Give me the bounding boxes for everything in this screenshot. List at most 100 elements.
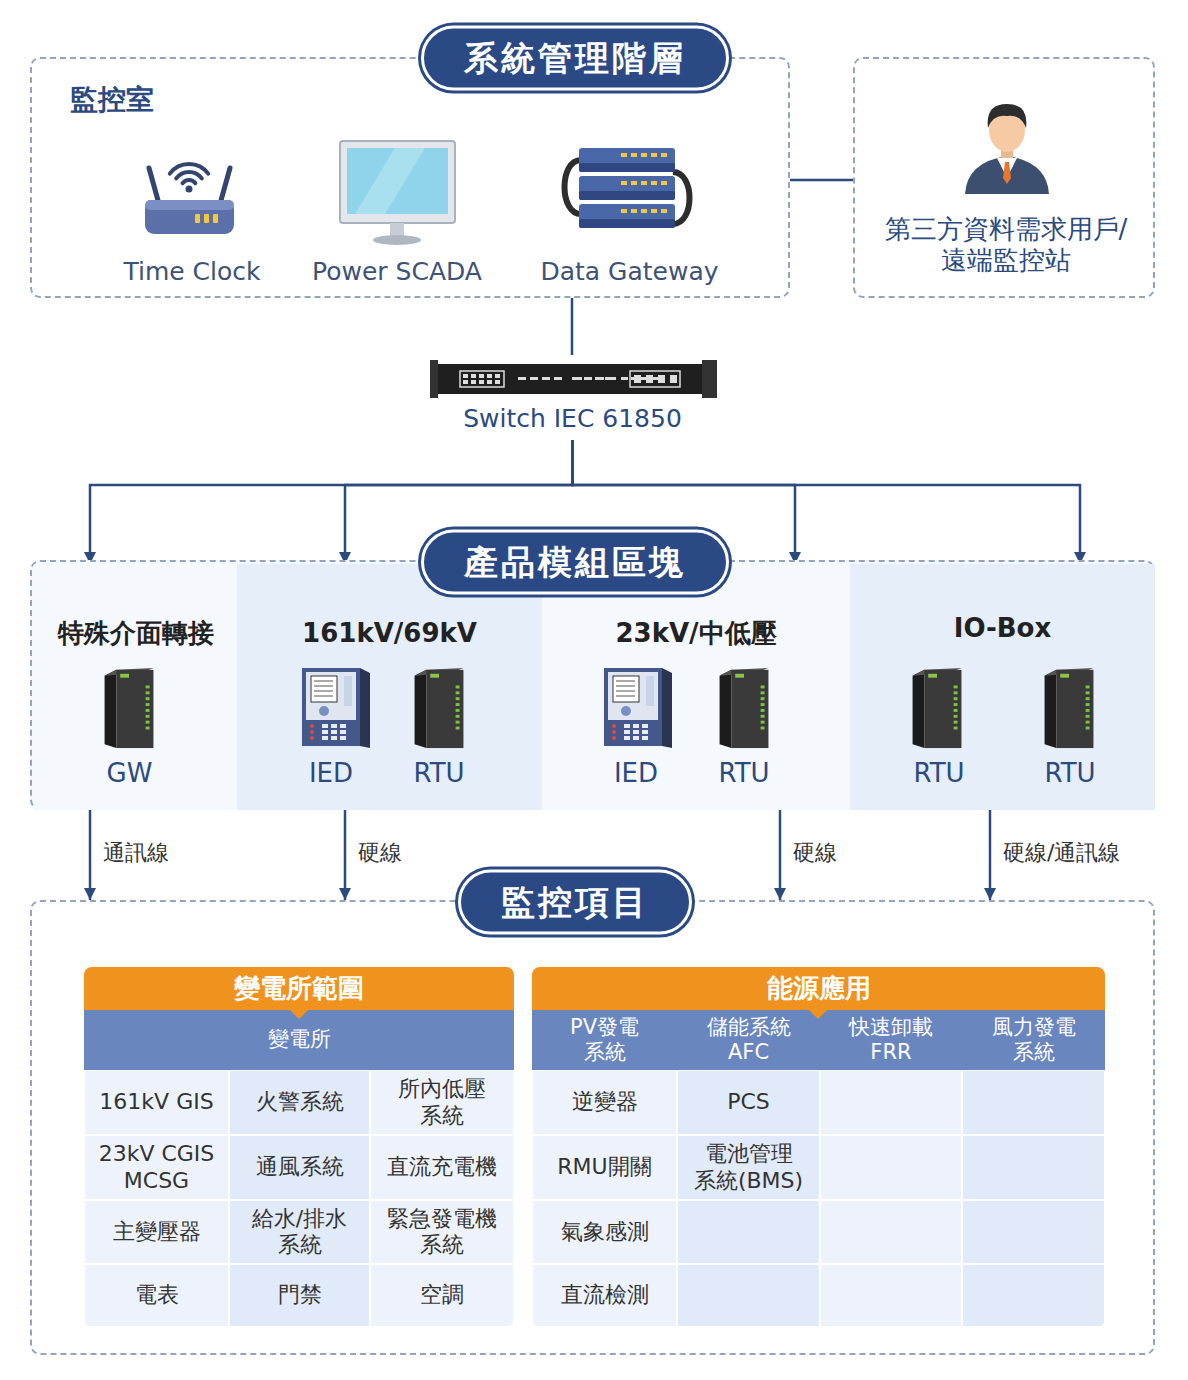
node-label: 能源應用 — [532, 967, 1105, 1010]
table-cell-ground — [963, 1136, 1104, 1199]
table-cell: 通風系統 — [229, 1135, 370, 1200]
table-cell: 23kV CGIS MCSG — [84, 1135, 229, 1200]
node-label: IED — [285, 754, 377, 794]
rtu-icon — [1042, 664, 1097, 750]
table-cell: 緊急發電機 系統 — [370, 1200, 514, 1264]
equipment-node: Time Clock — [102, 142, 282, 292]
device-module: IED — [590, 662, 682, 792]
rtu-icon — [412, 664, 467, 750]
node-label: 161kV/69kV — [237, 612, 542, 656]
device-module: RTU — [1020, 662, 1120, 792]
monitor-icon — [335, 136, 460, 251]
node-label: Power SCADA — [302, 254, 492, 290]
node-label: RTU — [395, 754, 483, 794]
ied-icon — [602, 664, 674, 750]
table-cell-ground — [963, 1201, 1104, 1263]
table-cell-ground — [821, 1136, 961, 1199]
table-panel: 變電所範圍變電所161kV GIS火警系統所內低壓 系統23kV CGIS MC… — [84, 967, 514, 1327]
device-module: RTU — [700, 662, 788, 792]
node-label: 第三方資料需求用戶/ 遠端監控站 — [865, 207, 1147, 283]
node-label: 特殊介面轉接 — [34, 612, 237, 656]
table-cell-ground — [963, 1265, 1104, 1326]
node-label: RTU — [889, 754, 989, 794]
node-label: 監控室 — [64, 80, 204, 120]
region-box: 監控項目變電所範圍變電所161kV GIS火警系統所內低壓 系統23kV CGI… — [30, 900, 1155, 1355]
edge-label: 硬線/通訊線 — [1001, 840, 1122, 866]
node-label: 變電所範圍 — [84, 967, 514, 1010]
region-box: 產品模組區塊特殊介面轉接GW161kV/69kVIEDRTU23kV/中低壓IE… — [30, 560, 1155, 810]
connector — [989, 810, 992, 900]
table-cell-ground — [821, 1071, 961, 1134]
table-cell: 氣象感測 — [532, 1200, 677, 1264]
module-column: 161kV/69kV IED RTU — [237, 564, 542, 810]
connector — [344, 810, 347, 900]
table-cell: 直流檢測 — [532, 1264, 677, 1327]
person-icon — [957, 94, 1057, 196]
table-cell: 所內低壓 系統 — [370, 1070, 514, 1135]
node-label: Switch IEC 61850 — [425, 401, 720, 437]
region-box: 系統管理階層監控室Time ClockPower SCADAData Gatew… — [30, 57, 790, 298]
table-cell: PCS — [677, 1070, 820, 1135]
table-cell-ground — [963, 1071, 1104, 1134]
table-subheader: PV發電 系統 — [532, 1010, 677, 1070]
connector — [779, 810, 782, 900]
equipment-node: Data Gateway — [527, 132, 732, 292]
equipment-node: Power SCADA — [302, 132, 492, 292]
section-title: 監控項目 — [458, 870, 692, 935]
module-column: 23kV/中低壓 IED RTU — [542, 564, 850, 810]
module-column: 特殊介面轉接 GW — [34, 564, 237, 810]
section-title: 產品模組區塊 — [421, 530, 729, 595]
server-icon — [557, 142, 697, 237]
node-label: IO-Box — [850, 607, 1155, 651]
table-cell-ground — [821, 1201, 961, 1263]
switch-icon — [430, 358, 717, 398]
table-cell: RMU開關 — [532, 1135, 677, 1200]
header-notch — [290, 1010, 308, 1019]
table-cell-ground — [821, 1265, 961, 1326]
connector — [89, 810, 92, 900]
ied-icon — [300, 664, 372, 750]
table-cell: 逆變器 — [532, 1070, 677, 1135]
section-title: 系統管理階層 — [421, 26, 729, 91]
device-module: IED — [285, 662, 377, 792]
table-panel: 能源應用PV發電 系統儲能系統 AFC快速卸載 FRR風力發電 系統逆變器PCS… — [532, 967, 1105, 1327]
node-label: Data Gateway — [527, 254, 732, 290]
rtu-icon — [102, 664, 157, 750]
table-cell: 電池管理 系統(BMS) — [677, 1135, 820, 1200]
table-cell-ground — [678, 1201, 819, 1263]
connector — [790, 179, 853, 182]
switch-node: Switch IEC 61850 — [425, 355, 720, 440]
table-subheader: 變電所 — [84, 1010, 514, 1070]
edge-label: 硬線 — [356, 840, 404, 866]
table-cell: 火警系統 — [229, 1070, 370, 1135]
connector — [571, 298, 574, 355]
table-cell: 電表 — [84, 1264, 229, 1327]
table-cell: 直流充電機 — [370, 1135, 514, 1200]
table-subheader: 快速卸載 FRR — [820, 1010, 962, 1070]
node-label: GW — [82, 754, 177, 794]
table-subheader: 風力發電 系統 — [962, 1010, 1105, 1070]
table-subheader: 儲能系統 AFC — [677, 1010, 820, 1070]
remote-user-box: 第三方資料需求用戶/ 遠端監控站 — [853, 57, 1155, 298]
node-label: IED — [590, 754, 682, 794]
rtu-icon — [910, 664, 965, 750]
table-cell: 門禁 — [229, 1264, 370, 1327]
node-label: 23kV/中低壓 — [542, 612, 850, 656]
node-label: RTU — [1020, 754, 1120, 794]
table-cell: 空調 — [370, 1264, 514, 1327]
edge-label: 硬線 — [791, 840, 839, 866]
device-module: RTU — [395, 662, 483, 792]
table-cell-ground — [678, 1265, 819, 1326]
device-module: RTU — [889, 662, 989, 792]
device-module: GW — [82, 662, 177, 792]
table-cell: 主變壓器 — [84, 1200, 229, 1264]
rtu-icon — [717, 664, 772, 750]
edge-label: 通訊線 — [101, 840, 171, 866]
node-label: Time Clock — [102, 254, 282, 290]
module-column: IO-BoxRTU RTU — [850, 564, 1155, 810]
table-cell: 給水/排水 系統 — [229, 1200, 370, 1264]
router-icon — [137, 148, 242, 240]
node-label: RTU — [700, 754, 788, 794]
header-notch — [809, 1010, 827, 1019]
